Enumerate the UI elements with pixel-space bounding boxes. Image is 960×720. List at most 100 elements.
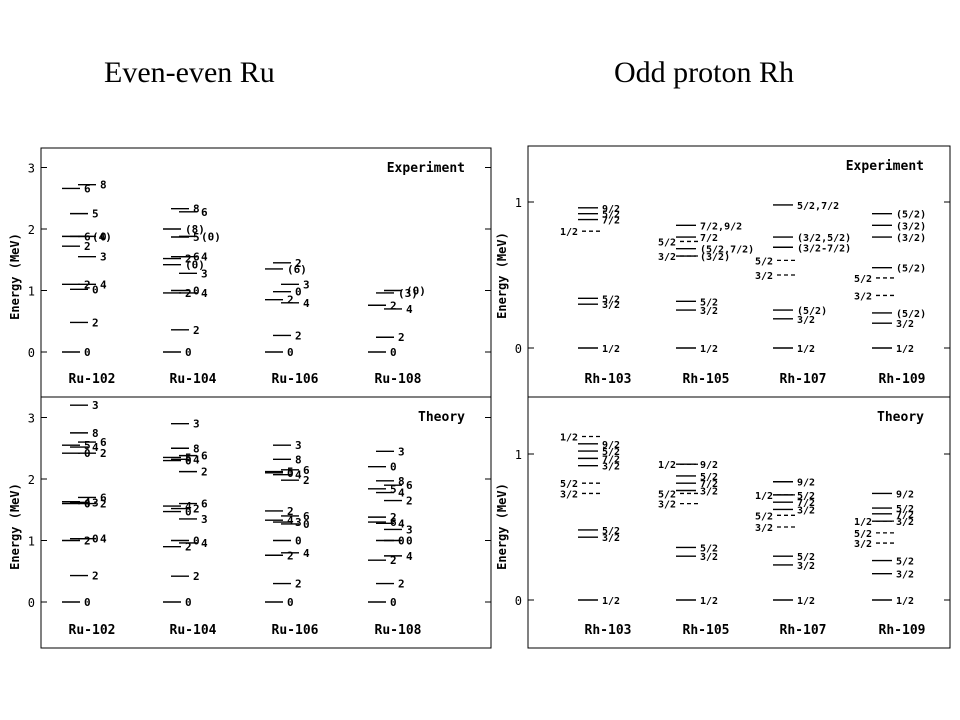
rh-theory-level-label: 3/2 [854,539,872,550]
rh-experiment-level-label: 7/2 [602,216,620,227]
rh-experiment-level-label: 5/2 [602,294,620,305]
rh-experiment-level-label: 7/2 [700,233,718,244]
ru-theory-panel-label: Theory [418,410,465,425]
ru-theory-ytick-label: 3 [28,412,35,426]
ru-experiment-ytick-label: 2 [28,223,35,237]
rh-experiment-level-label: 1/2 [896,344,914,355]
rh-theory-level-label: 1/2 [896,596,914,607]
rh-theory-panel-label: Theory [877,410,924,425]
ru-theory-level-label: 0 [185,455,192,468]
rh-theory-level-label: 7/2 [797,498,815,509]
ru-theory-level-label: 6 [406,479,413,492]
ru-theory-level-label: 4 [287,514,294,527]
rh-experiment-level-label: 5/2 [755,256,773,267]
rh-theory-level-label: 5/2 [700,472,718,483]
ru-theory-level-label: 6 [390,516,397,529]
ru-experiment-level-label: 0 [390,346,397,359]
rh-experiment-level-label: 1/2 [700,344,718,355]
ru-theory-level-label: 0 [295,535,302,548]
ru-theory-level-label: 0 [92,533,99,546]
rh-theory-ytick-label: 0 [515,594,522,608]
ru-theory-level-label: 5 [287,466,294,479]
ru-theory-level-label: 4 [201,537,208,550]
ru-theory-level-label: 2 [398,578,405,591]
rh-theory-level-label: 3/2 [602,533,620,544]
ru-theory-ytick-label: 0 [28,596,35,610]
rh-experiment-level-label: 3/2 [658,252,676,263]
rh-theory-level-label: 3/2 [700,487,718,498]
rh-experiment-level-label: 3/2 [896,319,914,330]
rh-theory-level-label: 1/2 [602,596,620,607]
ru-theory-level-label: 2 [100,498,107,511]
rh-experiment-level-label: 1/2 [602,344,620,355]
ru-theory-ytick-label: 1 [28,535,35,549]
ru-experiment-nuclide-label: Ru-102 [69,372,116,387]
rh-theory-level-label: 9/2 [700,460,718,471]
ru-theory-level-label: 8 [92,427,99,440]
ru-theory-level-label: 5 [84,439,91,452]
ru-theory-level-label: 4 [398,487,405,500]
ru-experiment-level-label: (8) [185,223,205,236]
rh-theory-level-label: 1/2 [700,596,718,607]
ru-theory-frame [40,396,492,649]
ru-experiment-level-label: 0 [287,346,294,359]
ru-experiment-level-label: 2 [193,324,200,337]
rh-theory-level-label: 7/2 [602,454,620,465]
rh-theory-ytick-label: 1 [515,448,522,462]
rh-experiment-level-label: 7/2,9/2 [700,221,742,232]
ru-experiment-ytick-label: 0 [28,346,35,360]
ru-theory-level-label: 8 [295,453,302,466]
rh-experiment-level-label: 1/2 [560,227,578,238]
ru-theory-level-label: 2 [201,466,208,479]
ru-theory-level-label: 0 [185,596,192,609]
ru-experiment-level-label: 8 [100,179,107,192]
ru-theory-level-label: 0 [287,596,294,609]
rh-experiment-level-label: 3/2 [755,271,773,282]
rh-theory-level-label: 9/2 [797,478,815,489]
rh-theory-nuclide-label: Rh-103 [585,623,632,638]
rh-theory-level-label: 3/2 [700,552,718,563]
rh-experiment-level-label: (5/2,7/2) [700,245,754,256]
ru-theory-level-label: 6 [303,464,310,477]
rh-theory-level-label: 5/2 [602,447,620,458]
ru-theory-level-label: 6 [201,498,208,511]
ru-experiment-level-label: 5 [193,231,200,244]
rh-experiment-level-label: 9/2 [602,204,620,215]
ru-theory-level-label: 0 [84,498,91,511]
ru-experiment-level-label: (0) [185,259,205,272]
rh-experiment-level-label: 5/2 [700,297,718,308]
ru-theory-nuclide-label: Ru-104 [170,623,217,638]
ru-theory-level-label: 3 [201,513,208,526]
ru-theory-level-label: 4 [406,550,413,563]
ru-experiment-level-label: 0 [92,283,99,296]
ru-experiment-level-label: 0 [100,230,107,243]
ru-theory-nuclide-label: Ru-106 [272,623,319,638]
rh-theory-level-label: 1/2 [797,596,815,607]
ru-theory-level-label: 0 [287,467,294,480]
ru-theory-level-label: 2 [287,505,294,518]
ru-experiment-level-label: 2 [390,299,397,312]
ru-experiment-level-label: 2 [295,257,302,270]
ru-theory-level-label: 0 [185,506,192,519]
ru-theory-level-label: 2 [92,570,99,583]
ru-theory-level-label: 2 [303,474,310,487]
ru-theory-level-label: 2 [295,578,302,591]
ru-experiment-level-label: 0 [185,346,192,359]
ru-experiment-frame [40,147,492,398]
rh-experiment-level-label: 3/2 [797,315,815,326]
rh-experiment-ytick-label: 0 [515,342,522,356]
ru-experiment-level-label: 0 [84,346,91,359]
rh-experiment-level-label: 1/2 [797,344,815,355]
ru-experiment-level-label: 4 [406,303,413,316]
rh-theory-level-label: 3/2 [658,500,676,511]
rh-theory-level-label: 5/2 [896,557,914,568]
ru-theory-level-label: 5 [390,483,397,496]
ru-experiment-level-label: (3) [398,287,418,300]
rh-theory-nuclide-label: Rh-107 [780,623,827,638]
ru-theory-level-label: 2 [406,495,413,508]
ru-experiment-level-label: 0 [295,286,302,299]
ru-experiment-nuclide-label: Ru-106 [272,372,319,387]
rh-experiment-level-label: (5/2) [797,306,827,317]
ru-theory-level-label: 3 [92,496,99,509]
ru-theory-level-label: 5 [185,451,192,464]
